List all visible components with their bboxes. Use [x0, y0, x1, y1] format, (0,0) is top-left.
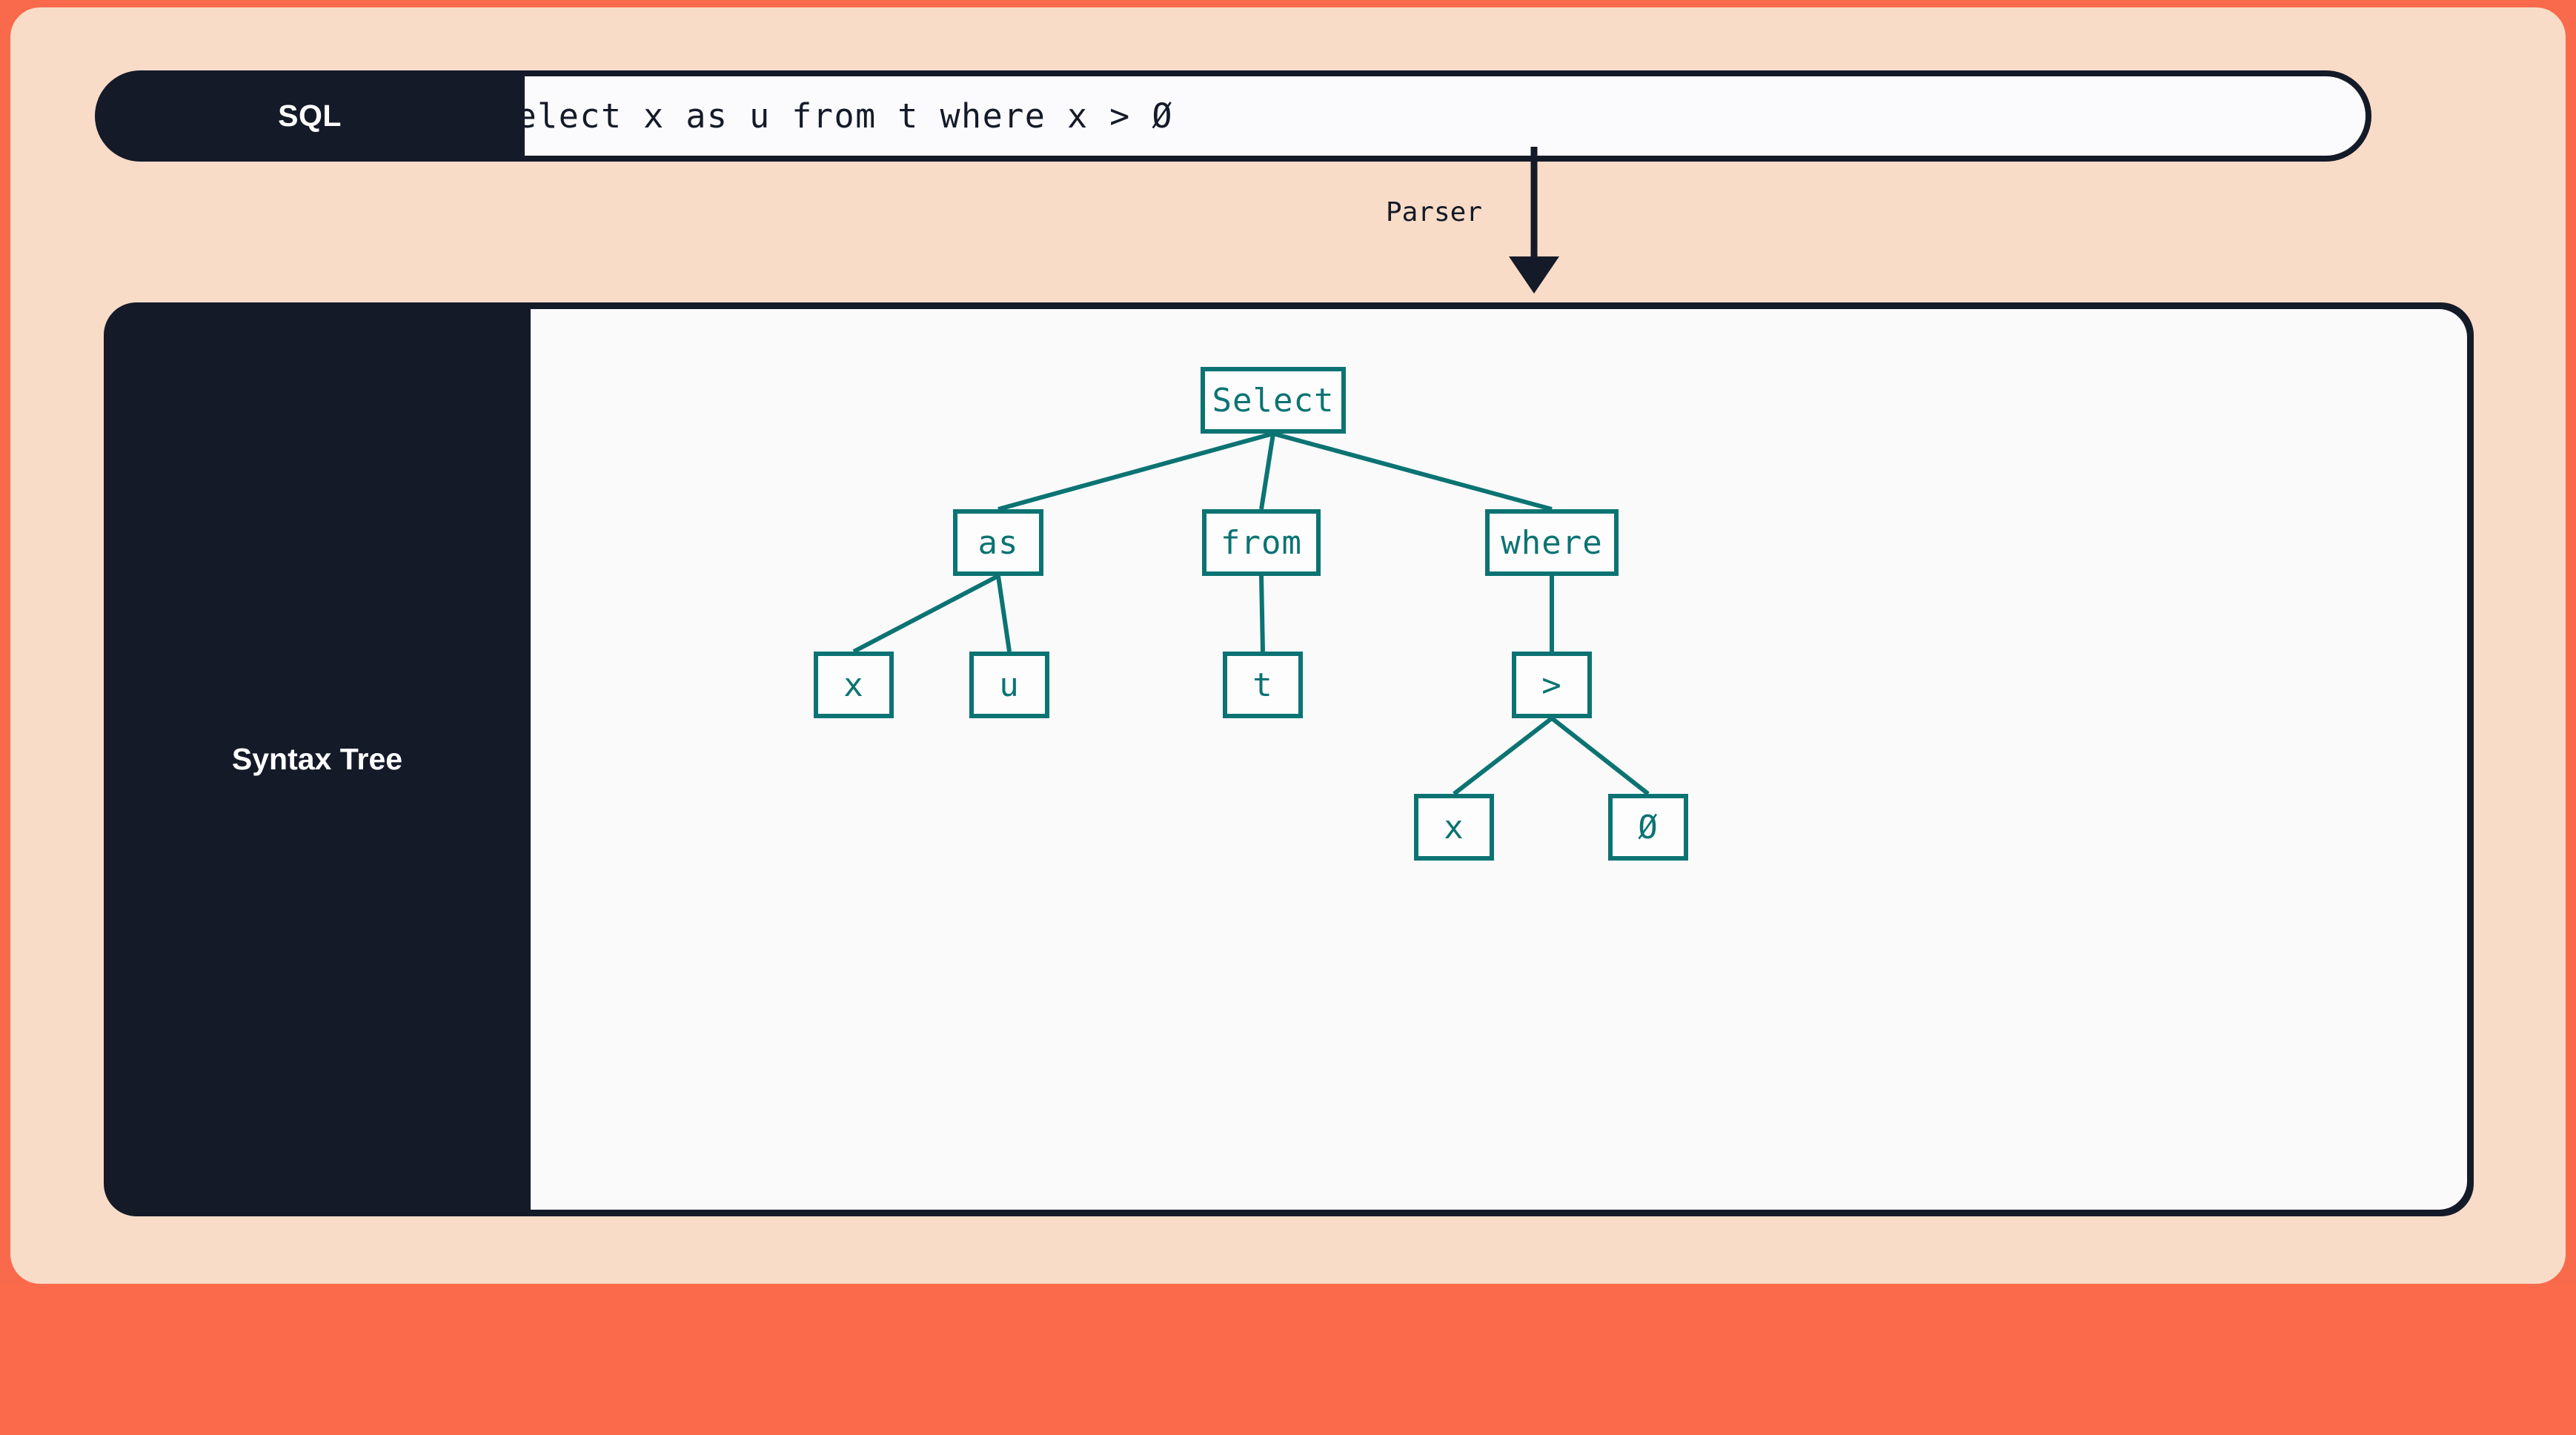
- parser-step: Parser: [1260, 147, 1645, 302]
- tree-node-from[interactable]: from: [1202, 509, 1321, 576]
- sql-query-text[interactable]: select x as u from t where x > Ø: [414, 76, 2366, 156]
- tree-edge: [997, 431, 1274, 511]
- sql-value-container: select x as u from t where x > Ø: [414, 70, 2371, 162]
- tree-edge: [1259, 575, 1265, 652]
- tree-node-zero[interactable]: Ø: [1608, 794, 1688, 861]
- tree-node-x2[interactable]: x: [1414, 794, 1494, 861]
- tree-node-select[interactable]: Select: [1201, 367, 1346, 434]
- tree-node-u[interactable]: u: [969, 652, 1049, 718]
- tree-edge: [1453, 716, 1553, 796]
- tree-node-x1[interactable]: x: [814, 652, 894, 718]
- syntax-tree-label: Syntax Tree: [104, 302, 531, 1216]
- tree-edge: [1272, 431, 1553, 511]
- sql-input-row: select x as u from t where x > Ø SQL: [95, 70, 2371, 162]
- tree-edge: [996, 575, 1012, 652]
- tree-edge: [1550, 716, 1650, 796]
- parser-label: Parser: [1385, 197, 1482, 228]
- tree-node-as[interactable]: as: [953, 509, 1043, 576]
- footer-bar: Parsers Recognize the Structure of the Q…: [0, 1284, 2576, 1435]
- tree-node-gt[interactable]: >: [1512, 652, 1592, 718]
- tree-edge: [1259, 433, 1275, 510]
- tree-edge: [852, 574, 1000, 654]
- tree-edges: [852, 431, 1650, 796]
- tree-node-t[interactable]: t: [1223, 652, 1303, 718]
- tree-node-where[interactable]: where: [1485, 509, 1619, 576]
- sql-row-label: SQL: [95, 70, 525, 162]
- down-arrow-icon: [1509, 147, 1559, 294]
